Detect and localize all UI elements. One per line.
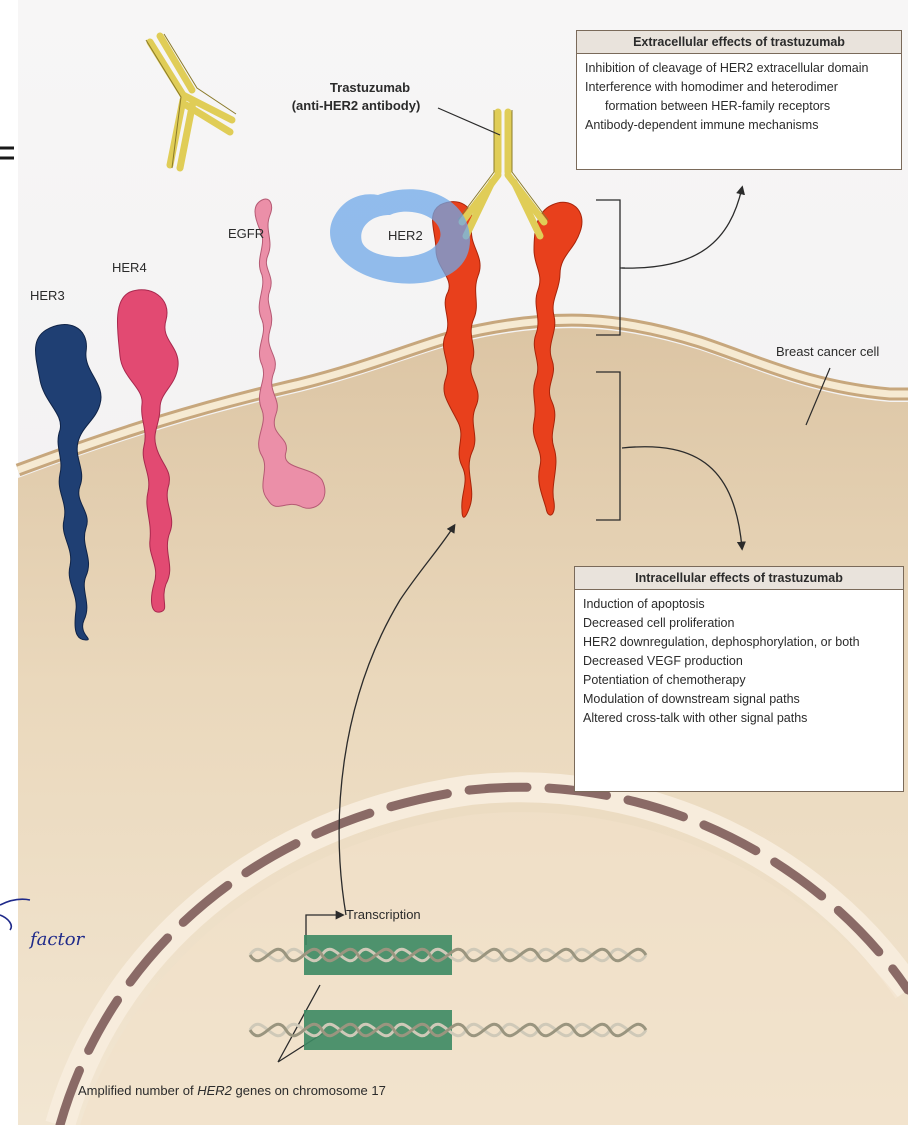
extracellular-effects-box: Extracellular effects of trastuzumab Inh…	[576, 30, 902, 170]
intracellular-effect-item: HER2 downregulation, dephosphorylation, …	[583, 633, 895, 652]
intracellular-effect-item: Modulation of downstream signal paths	[583, 690, 895, 709]
egfr-label: EGFR	[228, 226, 264, 241]
antibody-label-line2: (anti-HER2 antibody)	[292, 98, 421, 113]
extracellular-effects-title: Extracellular effects of trastuzumab	[577, 31, 901, 54]
intracellular-effect-item: Altered cross-talk with other signal pat…	[583, 709, 895, 728]
amplified-genes-label: Amplified number of HER2 genes on chromo…	[78, 1083, 386, 1098]
extracellular-effect-item: Interference with homodimer and heterodi…	[585, 78, 893, 97]
intracellular-effect-item: Decreased VEGF production	[583, 652, 895, 671]
intracellular-effects-box: Intracellular effects of trastuzumab Ind…	[574, 566, 904, 792]
breast-cancer-cell-label: Breast cancer cell	[776, 344, 879, 359]
handwritten-dash-mark	[0, 148, 14, 158]
intracellular-effects-list: Induction of apoptosis Decreased cell pr…	[575, 590, 903, 734]
intracellular-effect-item: Induction of apoptosis	[583, 595, 895, 614]
amplified-prefix: Amplified number of	[78, 1083, 197, 1098]
extracellular-effect-item: formation between HER-family receptors	[585, 97, 893, 116]
her2-label: HER2	[388, 228, 423, 243]
transcription-label: Transcription	[346, 907, 421, 922]
her4-label: HER4	[112, 260, 147, 275]
extracellular-effects-list: Inhibition of cleavage of HER2 extracell…	[577, 54, 901, 141]
amplified-gene-name: HER2	[197, 1083, 232, 1098]
antibody-label-line1: Trastuzumab	[330, 80, 410, 95]
her3-label: HER3	[30, 288, 65, 303]
extracellular-effect-item: Inhibition of cleavage of HER2 extracell…	[585, 59, 893, 78]
intracellular-effect-item: Decreased cell proliferation	[583, 614, 895, 633]
extracellular-effect-item: Antibody-dependent immune mechanisms	[585, 116, 893, 135]
intracellular-effects-title: Intracellular effects of trastuzumab	[575, 567, 903, 590]
amplified-suffix: genes on chromosome 17	[232, 1083, 386, 1098]
handwritten-factor: factor	[28, 929, 86, 950]
intracellular-effect-item: Potentiation of chemotherapy	[583, 671, 895, 690]
